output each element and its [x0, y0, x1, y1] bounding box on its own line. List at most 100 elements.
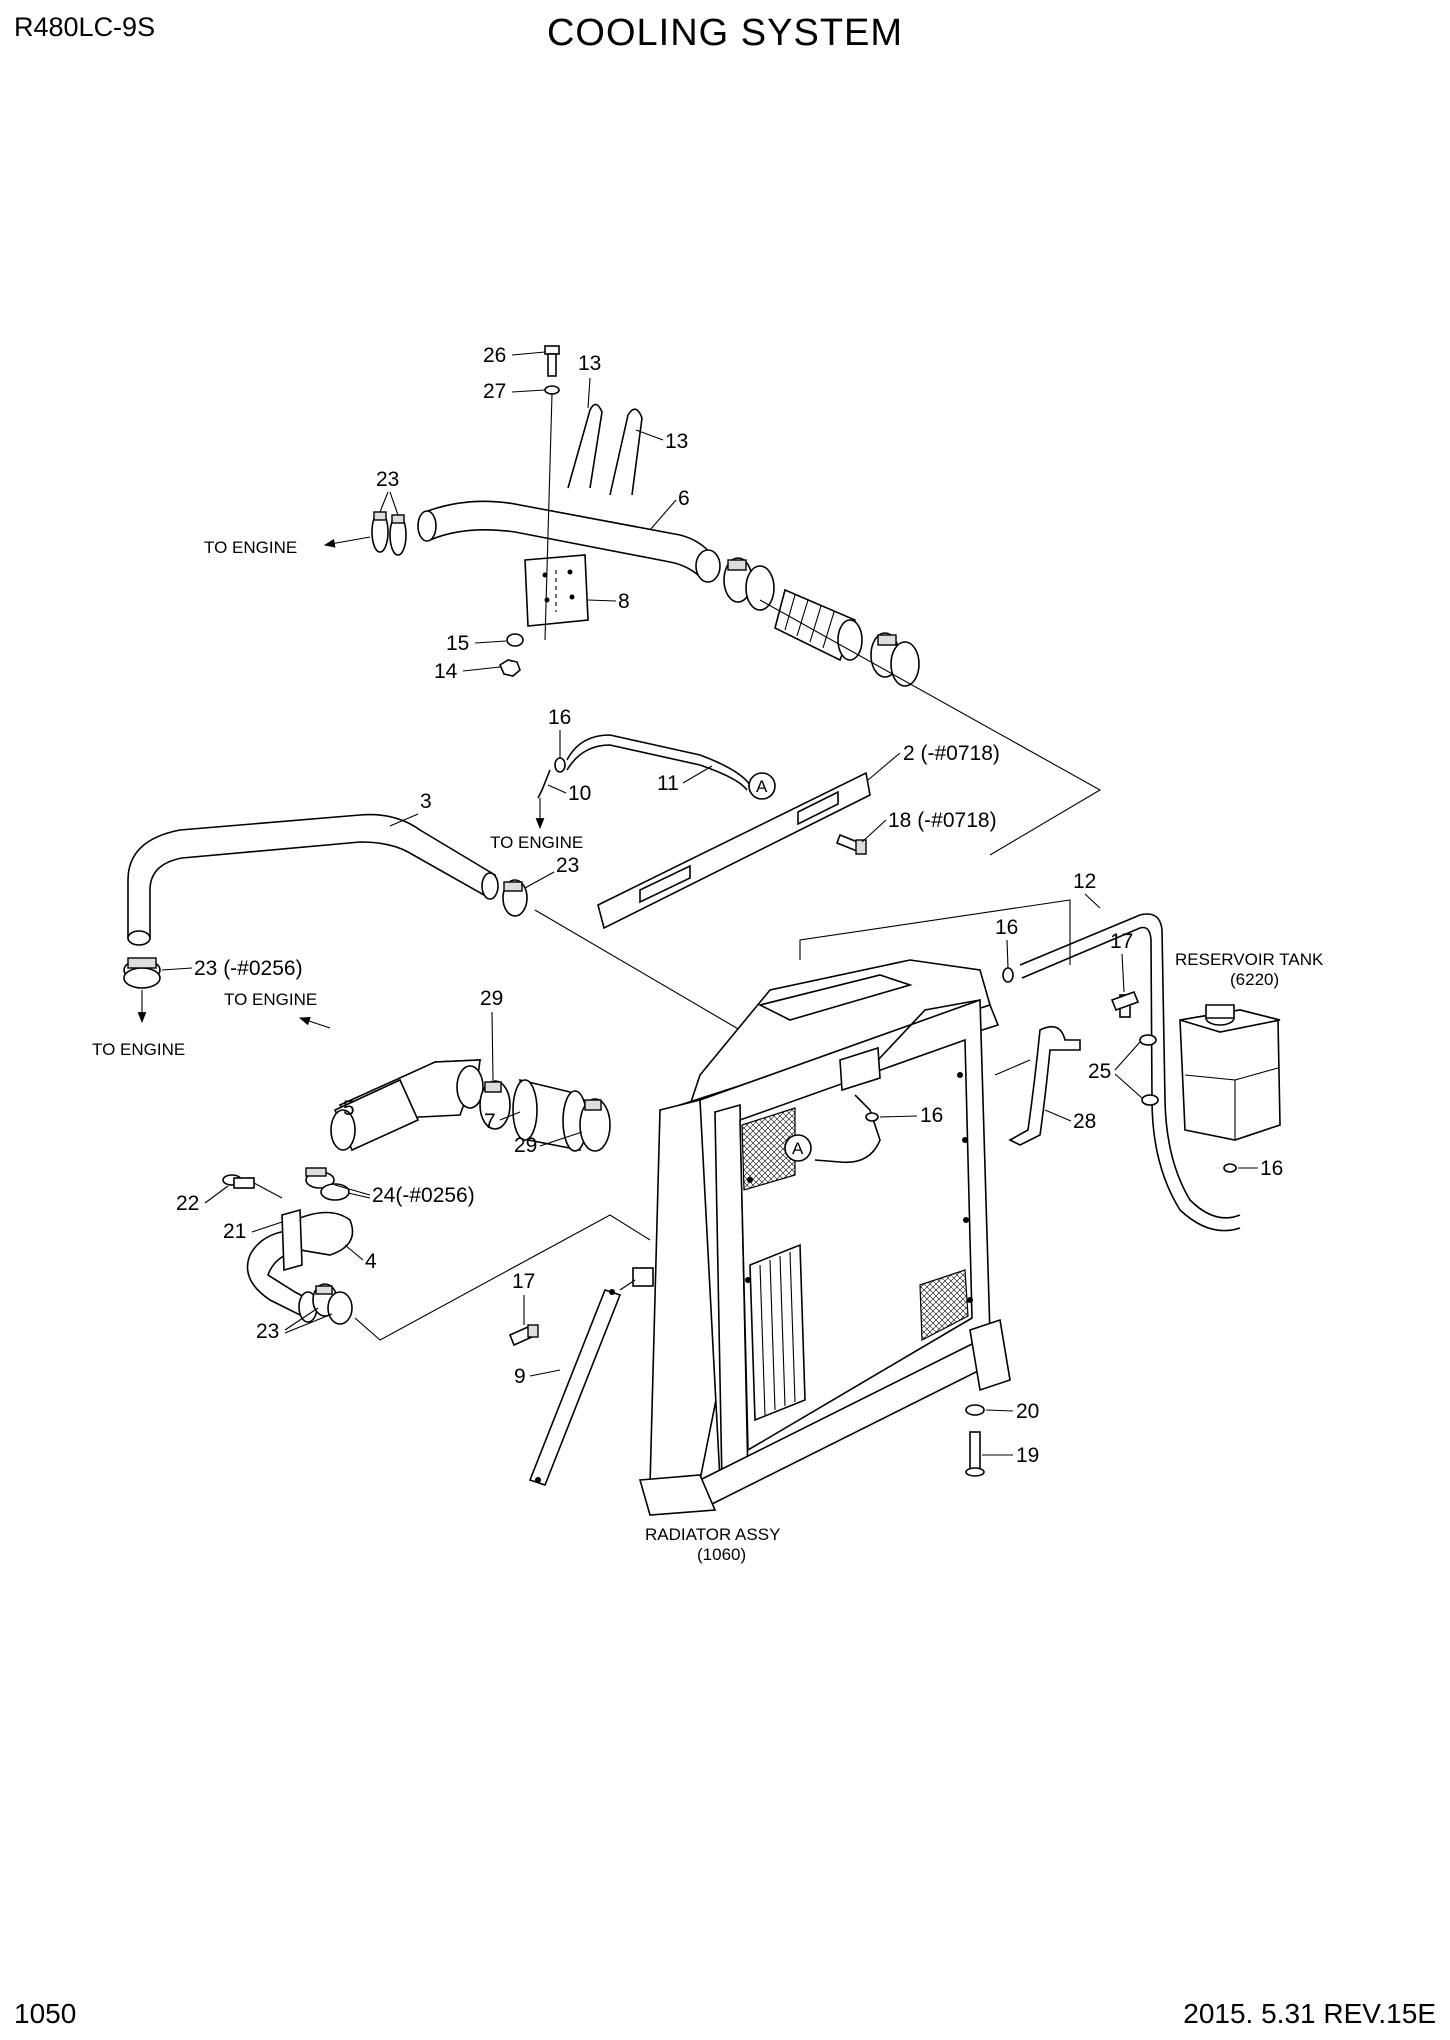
hose-12 — [1002, 913, 1241, 1232]
reservoir-tank — [1179, 1004, 1281, 1141]
svg-text:TO ENGINE: TO ENGINE — [92, 1040, 185, 1059]
bolt-26 — [544, 345, 560, 377]
callout-22: 22 — [176, 1192, 199, 1215]
clamp-16c — [865, 1112, 879, 1122]
to-engine-4: TO ENGINE — [92, 990, 185, 1059]
bracket-21 — [281, 1208, 303, 1272]
callout-23b: 23 — [556, 854, 579, 877]
revision-date: 2015. 5.31 REV.15E — [1183, 1998, 1436, 2029]
callout-12: 12 — [1073, 870, 1096, 893]
callout-23a: 23 — [376, 468, 399, 491]
callout-16c: 16 — [920, 1104, 943, 1127]
clamp-29b — [579, 1098, 611, 1152]
clamp-pair-lower — [870, 632, 920, 687]
clamp-16d — [1223, 1163, 1237, 1173]
svg-text:TO ENGINE: TO ENGINE — [490, 833, 583, 852]
callout-19: 19 — [1016, 1444, 1039, 1467]
callout-23c: 23 (-#0256) — [194, 957, 303, 980]
callout-16a: 16 — [548, 706, 571, 729]
callout-6: 6 — [678, 487, 690, 510]
to-engine-3: TO ENGINE — [224, 990, 331, 1029]
svg-text:(6220): (6220) — [1230, 970, 1279, 989]
pipe-6 — [417, 500, 721, 583]
svg-text:A: A — [792, 1139, 804, 1158]
pipe-2 — [597, 771, 871, 930]
callout-7: 7 — [484, 1110, 496, 1133]
clamp-pair-upper — [723, 557, 775, 611]
label-radiator: RADIATOR ASSY (1060) — [645, 1525, 780, 1564]
clamp-29a — [479, 1080, 511, 1130]
hose-11 — [537, 734, 751, 799]
callout-8: 8 — [618, 590, 630, 613]
washer-20 — [965, 1404, 985, 1416]
callout-13b: 13 — [665, 430, 688, 453]
washer-15 — [506, 633, 524, 647]
radiator-assy — [638, 959, 1011, 1516]
page-number: 1050 — [14, 1998, 77, 2029]
callout-24: 24(-#0256) — [372, 1184, 475, 1207]
svg-text:TO ENGINE: TO ENGINE — [204, 538, 297, 557]
ref-a-radiator: A — [784, 1134, 812, 1162]
ref-a-top: A — [748, 772, 776, 800]
callout-29b: 29 — [514, 1134, 537, 1157]
callout-11: 11 — [657, 772, 679, 795]
pipe-3 — [127, 813, 499, 946]
model-number: R480LC-9S — [14, 12, 156, 42]
nut-14 — [498, 659, 521, 677]
pipe-5 — [330, 1059, 484, 1152]
callout-16b: 16 — [995, 916, 1018, 939]
svg-text:TO ENGINE: TO ENGINE — [224, 990, 317, 1009]
bolt-17b — [508, 1324, 539, 1347]
svg-text:(1060): (1060) — [697, 1545, 746, 1564]
clamp-23b — [502, 879, 528, 917]
callout-27: 27 — [483, 380, 506, 403]
callout-29a: 29 — [480, 987, 503, 1010]
label-reservoir: RESERVOIR TANK (6220) — [1175, 950, 1324, 989]
washer-27 — [544, 385, 560, 395]
callout-18: 18 (-#0718) — [888, 809, 997, 832]
stay-28 — [1008, 1025, 1081, 1146]
cap-24 — [305, 1167, 350, 1201]
leader-4 — [354, 1214, 651, 1341]
clip-25 — [1139, 1034, 1159, 1106]
to-engine-1: TO ENGINE — [204, 536, 371, 557]
u-bolt-13b — [609, 408, 643, 496]
callout-10: 10 — [568, 782, 591, 805]
callout-3: 3 — [420, 790, 432, 813]
callout-4: 4 — [365, 1250, 377, 1273]
callout-16d: 16 — [1260, 1157, 1283, 1180]
u-bolt-13a — [567, 403, 603, 489]
bolt-axis — [544, 393, 553, 641]
callout-20: 20 — [1016, 1400, 1039, 1423]
callout-15: 15 — [446, 632, 469, 655]
leader-3 — [534, 909, 741, 1031]
callout-5: 5 — [343, 1097, 355, 1120]
leader-radiator-top — [799, 899, 1071, 965]
bolt-18 — [835, 833, 867, 855]
callouts: 26 27 13 13 23 6 8 15 14 16 10 11 2 (-#0… — [161, 344, 1283, 1467]
stay-9 — [528, 1267, 654, 1486]
page-title: COOLING SYSTEM — [546, 12, 904, 54]
callout-28: 28 — [1073, 1110, 1096, 1133]
callout-17a: 17 — [1110, 930, 1133, 953]
leader-stay — [994, 1059, 1031, 1076]
leader-intercooler — [759, 599, 1102, 856]
svg-text:RADIATOR ASSY: RADIATOR ASSY — [645, 1525, 780, 1544]
callout-21: 21 — [223, 1220, 246, 1243]
bracket-8 — [524, 554, 589, 627]
bolt-19 — [965, 1431, 985, 1477]
bolt-22 — [222, 1174, 283, 1199]
bolt-17a — [1110, 990, 1140, 1018]
callout-26: 26 — [483, 344, 506, 367]
svg-text:RESERVOIR TANK: RESERVOIR TANK — [1175, 950, 1324, 969]
callout-17b: 17 — [512, 1270, 535, 1293]
callout-25: 25 — [1088, 1060, 1111, 1083]
callout-9: 9 — [514, 1365, 526, 1388]
clamp-23a — [371, 511, 407, 556]
svg-text:A: A — [756, 777, 768, 796]
callout-23d: 23 — [256, 1320, 279, 1343]
callout-13a: 13 — [578, 352, 601, 375]
clamp-23c — [123, 957, 161, 989]
callout-2: 2 (-#0718) — [903, 742, 1000, 765]
